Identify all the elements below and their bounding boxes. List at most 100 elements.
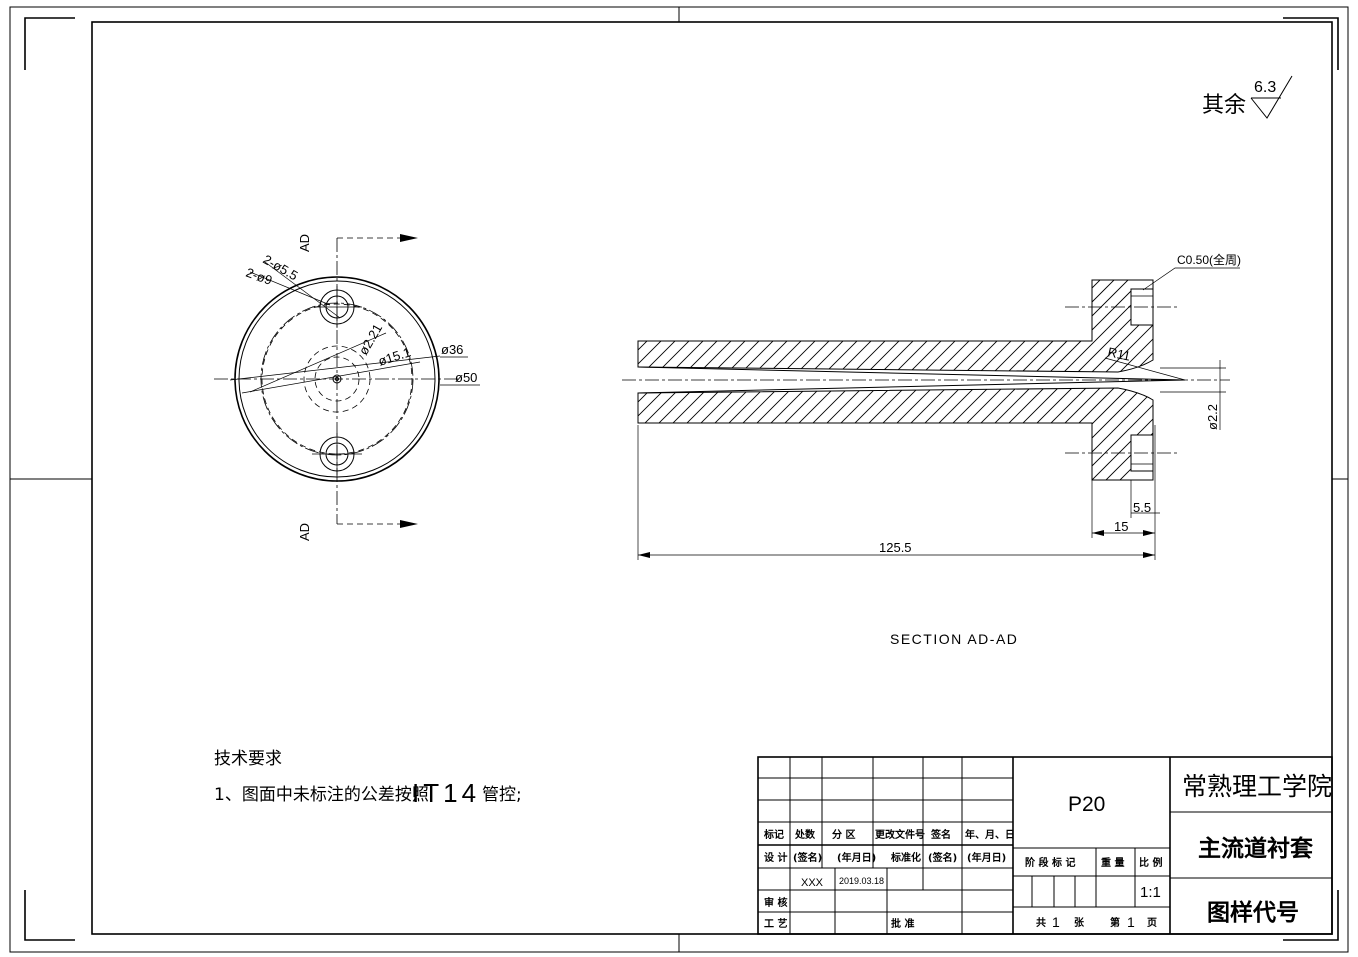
hatch-line — [1049, 280, 1143, 372]
hatch-line — [1119, 280, 1153, 372]
hatch-line — [1133, 280, 1153, 372]
hatch-line — [1091, 388, 1153, 480]
dim-radius: R11 — [1106, 344, 1132, 363]
row-approve: 批 准 — [891, 917, 914, 930]
hatch-line — [965, 388, 1059, 480]
dim-flange-length: 15 — [1114, 519, 1128, 534]
hatch-line — [811, 388, 905, 480]
hatch-line — [741, 280, 835, 372]
drawing-number-label: 图样代号 — [1207, 899, 1299, 926]
hatch-line — [965, 280, 1059, 372]
hatch-line — [638, 280, 681, 372]
scale-label: 比 例 — [1139, 856, 1162, 869]
hatch-line — [1021, 388, 1115, 480]
hatch-line — [979, 280, 1073, 372]
hatch-line — [1147, 388, 1153, 480]
hatch-line — [881, 280, 975, 372]
dim-step-length: 5.5 — [1133, 500, 1151, 515]
hatch-line — [638, 388, 639, 480]
hatch-line — [1007, 388, 1101, 480]
hatch-line — [638, 280, 709, 372]
school-name: 常熟理工学院 — [1182, 772, 1332, 801]
roughness-prefix: 其余 — [1202, 93, 1246, 118]
row-design: 设 计 — [764, 851, 787, 864]
hatch-line — [993, 280, 1087, 372]
hatch-line — [671, 388, 765, 480]
row-process: 工 艺 — [764, 917, 787, 930]
hatch-line — [1119, 388, 1153, 480]
section-view: 125.5 15 5.5 ø2.2 R11 C0.50(全周) SECTION … — [622, 252, 1310, 647]
hatch-line — [1204, 280, 1296, 372]
sheet-total-prefix: 共 — [1036, 916, 1046, 929]
sheet-frame — [9, 6, 1349, 953]
hatch-line — [825, 280, 919, 372]
scale-value: 1:1 — [1140, 884, 1161, 901]
roughness-value: 6.3 — [1254, 79, 1276, 96]
hatch-line — [1190, 388, 1282, 480]
row-std-date: (年月日) — [967, 851, 1006, 864]
hatch-line — [713, 280, 807, 372]
hatch-line — [867, 280, 961, 372]
row-design-sign: (签名) — [793, 851, 822, 864]
hatch-line — [1105, 388, 1153, 480]
sheet-no: 1 — [1127, 914, 1135, 930]
dim-center-bore: ø2.21 — [356, 321, 386, 357]
section-hatch-lower — [637, 387, 1310, 481]
tech-req-item1-suffix: 管控; — [482, 785, 522, 805]
row-standardize: 标准化 — [890, 851, 921, 864]
hatch-line — [923, 280, 1017, 372]
hatch-line — [1007, 280, 1101, 372]
row-design-date: (年月日) — [837, 851, 876, 864]
surface-roughness-symbol: 其余 6.3 — [1202, 75, 1293, 119]
hatch-line — [638, 388, 723, 480]
hatch-line — [1077, 280, 1153, 372]
header-sign: 签名 — [930, 828, 951, 841]
section-label-bottom: AD — [297, 523, 312, 541]
stage-mark-label: 阶 段 标 记 — [1025, 856, 1075, 869]
header-date: 年、月、日 — [965, 828, 1015, 841]
designer-name: XXX — [801, 877, 824, 889]
hatch-line — [839, 280, 933, 372]
hatch-line — [638, 280, 667, 372]
hatch-line — [1218, 388, 1310, 480]
title-block: 标记 处数 分 区 更改文件号 签名 年、月、日 设 计 (签名) (年月日) … — [757, 756, 1333, 935]
hatch-line — [1133, 388, 1153, 480]
hatch-line — [741, 388, 835, 480]
section-caption: SECTION AD-AD — [890, 631, 1018, 647]
hatch-line — [853, 388, 947, 480]
hatch-line — [1176, 280, 1268, 372]
row-review: 审 核 — [764, 896, 787, 909]
hatch-line — [1091, 280, 1153, 372]
hatch-line — [979, 388, 1073, 480]
hatch-line — [1077, 388, 1153, 480]
hatch-line — [1176, 388, 1268, 480]
sheet-no-prefix: 第 — [1110, 916, 1120, 929]
header-mark: 标记 — [763, 828, 784, 841]
hatch-line — [993, 388, 1087, 480]
part-name: 主流道衬套 — [1198, 835, 1313, 862]
hatch-line — [923, 388, 1017, 480]
hatch-line — [895, 280, 989, 372]
sheet-total-suffix: 张 — [1074, 916, 1085, 929]
section-label-top: AD — [297, 234, 312, 252]
hatch-line — [783, 388, 877, 480]
section-hatch-upper — [637, 279, 1296, 373]
hatch-line — [638, 388, 709, 480]
tech-req-item1-prefix: 1、图面中未标注的公差按照 — [214, 785, 429, 805]
hatch-line — [895, 388, 989, 480]
hatch-line — [881, 388, 975, 480]
design-date: 2019.03.18 — [839, 876, 884, 886]
hatch-line — [825, 388, 919, 480]
hatch-line — [643, 388, 737, 480]
hatch-line — [867, 388, 961, 480]
hatch-line — [1162, 388, 1254, 480]
hatch-line — [727, 388, 821, 480]
hatch-line — [909, 280, 1003, 372]
hatch-line — [638, 388, 695, 480]
hatch-line — [638, 280, 695, 372]
header-count: 处数 — [794, 828, 816, 841]
hatch-line — [937, 388, 1031, 480]
hatch-line — [1190, 280, 1282, 372]
hatch-line — [1204, 388, 1296, 480]
